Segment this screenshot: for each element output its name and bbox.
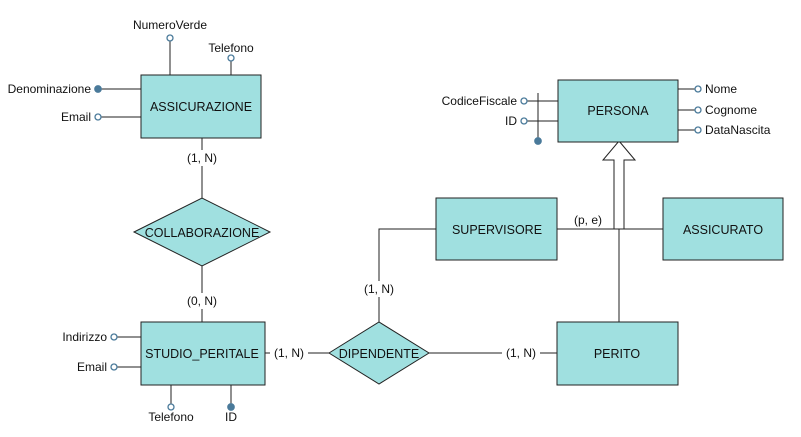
entity-perito[interactable]	[556, 321, 679, 386]
attr-label-telefono: Telefono	[208, 41, 254, 55]
attr-label-email: Email	[61, 110, 91, 124]
key-attribute-circle-icon	[227, 403, 235, 411]
entity-label-assicurato: ASSICURATO	[683, 223, 763, 237]
entity-persona[interactable]	[557, 79, 679, 143]
key-attribute-circle-icon	[534, 137, 542, 145]
attribute-circle-icon	[520, 97, 528, 105]
entity-label-perito: PERITO	[594, 347, 641, 361]
edge-dipendente-supervisore	[378, 228, 436, 322]
attr-label-indirizzo: Indirizzo	[62, 330, 107, 344]
attribute-circle-icon	[94, 113, 102, 121]
attribute-circle-icon	[694, 106, 702, 114]
cardinality-supervisore-dipendente: (1, N)	[364, 282, 394, 296]
attr-label-numeroverde: NumeroVerde	[133, 18, 207, 32]
attribute-circle-icon	[694, 126, 702, 134]
attr-label-id: ID	[505, 114, 517, 128]
attr-label-codicefiscale: CodiceFiscale	[442, 94, 518, 108]
cardinality-perito-dipendente: (1, N)	[506, 346, 536, 360]
entity-label-supervisore: SUPERVISORE	[452, 223, 542, 237]
attribute-circle-icon	[110, 363, 118, 371]
attr-label-telefono-studio: Telefono	[148, 410, 194, 424]
attr-label-datanascita: DataNascita	[705, 123, 771, 137]
attribute-circle-icon	[110, 333, 118, 341]
attr-label-cognome: Cognome	[705, 103, 757, 117]
entity-label-studio-peritale: STUDIO_PERITALE	[145, 347, 259, 361]
entity-supervisore[interactable]	[435, 197, 558, 261]
attr-label-denominazione: Denominazione	[8, 82, 92, 96]
entity-assicurazione[interactable]	[140, 74, 262, 139]
cardinality-studio-collaborazione: (0, N)	[187, 294, 217, 308]
attr-label-id-studio: ID	[225, 410, 237, 424]
key-attribute-circle-icon	[94, 85, 102, 93]
attribute-circle-icon	[520, 117, 528, 125]
attr-label-email-studio: Email	[77, 360, 107, 374]
generalization-arrow-icon	[601, 140, 637, 230]
relationship-label-collaborazione: COLLABORAZIONE	[145, 226, 260, 240]
entity-studio-peritale[interactable]	[140, 321, 266, 386]
generalization-coverage-label: (p, e)	[574, 213, 602, 227]
relationship-dipendente[interactable]	[328, 321, 430, 385]
entity-label-assicurazione: ASSICURAZIONE	[150, 100, 252, 114]
attr-label-nome: Nome	[705, 82, 737, 96]
relationship-label-dipendente: DIPENDENTE	[339, 347, 420, 361]
attribute-circle-icon	[227, 54, 235, 62]
attribute-circle-icon	[694, 85, 702, 93]
cardinality-assicurazione-collaborazione: (1, N)	[187, 151, 217, 165]
attribute-circle-icon	[167, 403, 175, 411]
entity-label-persona: PERSONA	[587, 104, 649, 118]
relationship-collaborazione[interactable]	[132, 197, 272, 267]
attribute-circle-icon	[166, 34, 174, 42]
cardinality-studio-dipendente: (1, N)	[274, 346, 304, 360]
entity-assicurato[interactable]	[662, 197, 784, 261]
